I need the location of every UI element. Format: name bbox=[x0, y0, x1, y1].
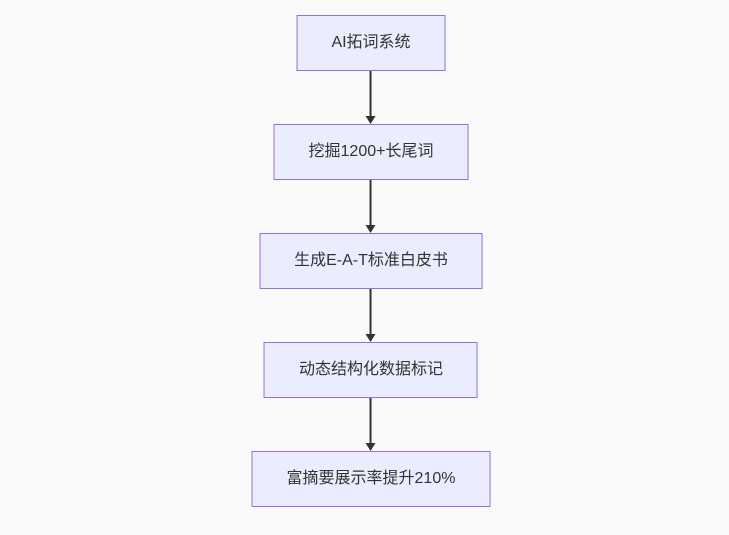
flow-node-longtail-mining: 挖掘1200+长尾词 bbox=[273, 124, 469, 180]
arrowhead-down-icon bbox=[366, 443, 376, 451]
arrowhead-down-icon bbox=[366, 225, 376, 233]
arrowhead-down-icon bbox=[366, 116, 376, 124]
flow-node-rich-snippet-rate: 富摘要展示率提升210% bbox=[251, 451, 491, 507]
flow-edge-n4-n5 bbox=[366, 398, 376, 451]
edge-line bbox=[370, 71, 372, 117]
flow-node-ai-keyword-system: AI拓词系统 bbox=[296, 15, 446, 71]
flowchart: AI拓词系统 挖掘1200+长尾词 生成E-A-T标准白皮书 动态结构化数据标记… bbox=[251, 15, 491, 507]
flow-edge-n2-n3 bbox=[366, 180, 376, 233]
flow-node-eat-whitepaper: 生成E-A-T标准白皮书 bbox=[259, 233, 483, 289]
edge-line bbox=[370, 180, 372, 226]
flow-edge-n3-n4 bbox=[366, 289, 376, 342]
edge-line bbox=[370, 398, 372, 444]
arrowhead-down-icon bbox=[366, 334, 376, 342]
edge-line bbox=[370, 289, 372, 335]
flow-node-structured-data-markup: 动态结构化数据标记 bbox=[263, 342, 478, 398]
flow-edge-n1-n2 bbox=[366, 71, 376, 124]
